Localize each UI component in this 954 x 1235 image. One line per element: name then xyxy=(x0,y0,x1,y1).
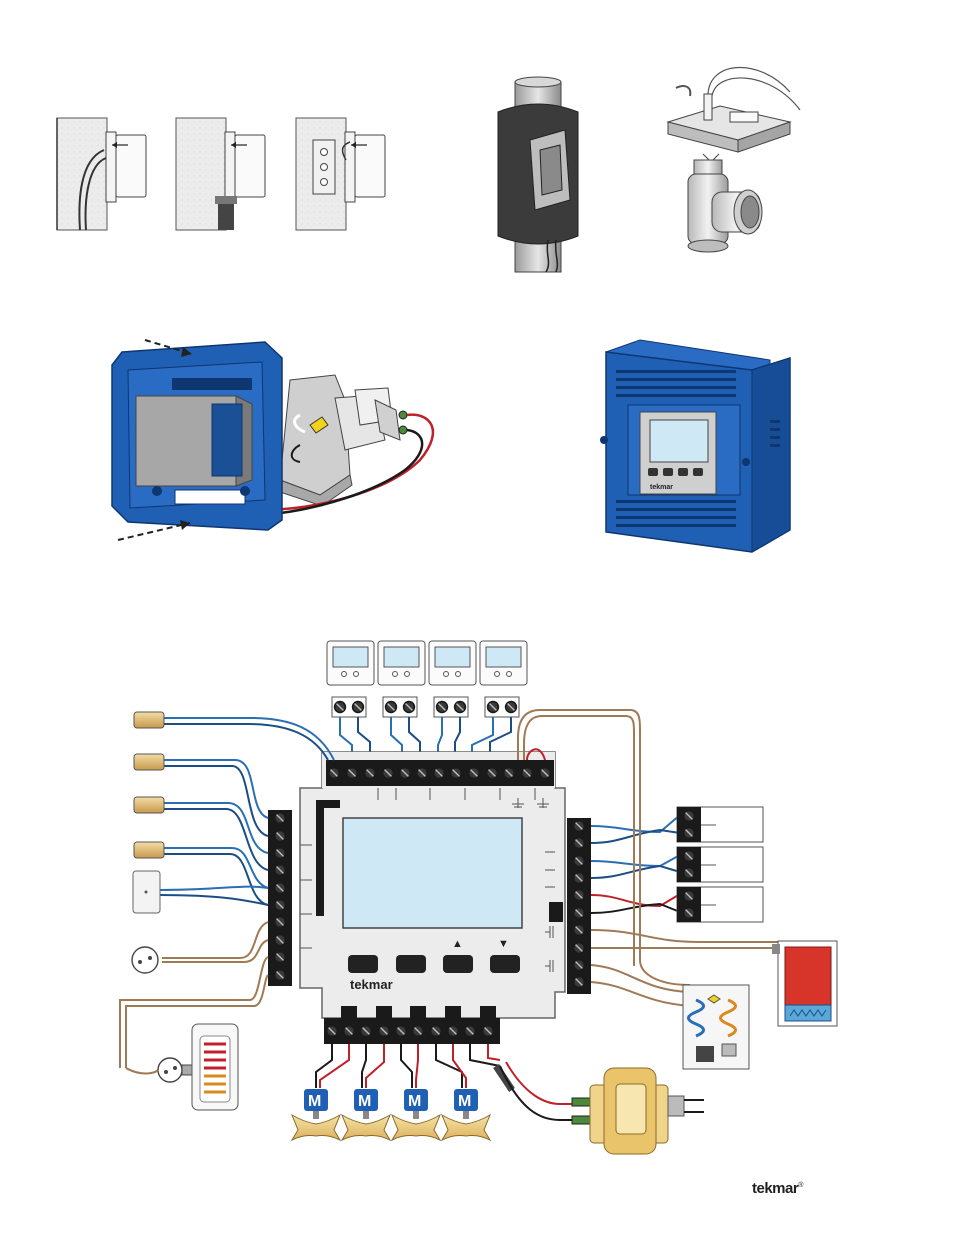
arrow-down-icon: ▼ xyxy=(498,938,509,950)
bottom-terminal-block xyxy=(324,1018,500,1044)
footer-brand-name: tekmar xyxy=(752,1180,798,1197)
wiring-diagram: ▲ ▼ tekmar xyxy=(120,641,837,1154)
button-1[interactable] xyxy=(348,955,378,973)
footer-brand-logo: tekmar® xyxy=(752,1180,803,1197)
transformer xyxy=(496,1062,704,1154)
wall-sensor-install-1 xyxy=(57,118,146,230)
valve-motor-label: M xyxy=(358,1093,371,1110)
sensor-probe xyxy=(134,842,164,858)
thermostat xyxy=(378,641,425,717)
zone-valve-wires xyxy=(316,1044,500,1088)
zone-valve: M xyxy=(292,1089,340,1140)
sensor-probe xyxy=(134,754,164,770)
heat-exchanger xyxy=(683,985,749,1069)
dhw-demand-plug xyxy=(132,947,158,973)
valve-motor-label: M xyxy=(308,1093,321,1110)
left-terminal-block xyxy=(268,810,292,986)
enclosure-wiring-illustration xyxy=(112,340,433,540)
lcd-screen xyxy=(343,818,522,928)
arrow-up-icon: ▲ xyxy=(452,938,463,950)
valve-motor-label: M xyxy=(458,1093,471,1110)
registered-mark: ® xyxy=(798,1182,803,1189)
zone-valve: M xyxy=(442,1089,490,1140)
pipe-sensor-illustration xyxy=(498,77,578,272)
wall-sensor-install-3 xyxy=(296,118,385,230)
sensor-probe xyxy=(134,797,164,813)
top-terminal-block xyxy=(326,760,554,786)
thermostat xyxy=(480,641,527,717)
thermostat xyxy=(327,641,374,717)
valve-motor-label: M xyxy=(408,1093,421,1110)
enclosure-brand: tekmar xyxy=(650,484,673,491)
sensor-probe xyxy=(134,712,164,728)
button-2[interactable] xyxy=(396,955,426,973)
relay-terminals xyxy=(677,807,763,922)
thermostat xyxy=(429,641,476,717)
zone-valve: M xyxy=(342,1089,390,1140)
indirect-tank xyxy=(126,1024,238,1110)
thermostat-group xyxy=(327,641,527,717)
wall-sensor-install-2 xyxy=(176,118,265,230)
controller-brand: tekmar xyxy=(350,977,393,992)
temperature-sensors xyxy=(132,712,164,973)
right-terminal-block xyxy=(567,818,591,994)
button-up[interactable] xyxy=(443,955,473,973)
zone-valve: M xyxy=(392,1089,440,1140)
well-sensor-illustration xyxy=(668,67,800,252)
enclosure-closed-illustration: tekmar xyxy=(600,340,790,552)
boiler xyxy=(772,941,837,1026)
zone-valves: M M M M xyxy=(292,1089,490,1140)
button-down[interactable] xyxy=(490,955,520,973)
